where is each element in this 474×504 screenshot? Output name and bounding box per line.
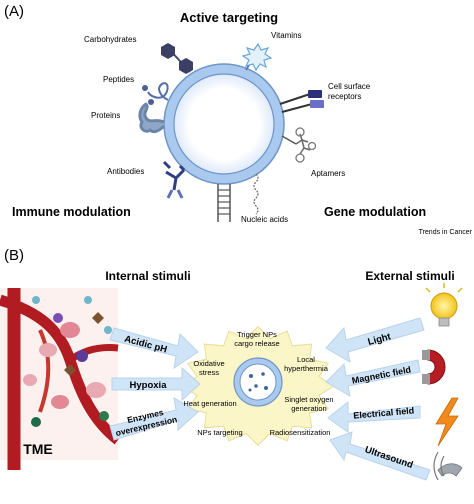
vitamins-label: Vitamins: [271, 31, 302, 40]
nps-targeting-label: NPs targeting: [197, 428, 242, 437]
carbohydrates-label: Carbohydrates: [84, 35, 136, 44]
local-hyperthermia-label-1: Local: [297, 355, 315, 364]
cell-surface-label-1: Cell surface: [328, 82, 371, 91]
nanoparticle-b: [233, 357, 283, 407]
nanoparticle-a: [163, 63, 285, 185]
heat-generation-label: Heat generation: [183, 399, 236, 408]
radiosensitization-label: Radiosensitization: [270, 428, 331, 437]
nucleic-acids-label: Nucleic acids: [241, 215, 288, 224]
protein-ligand-icon: [138, 102, 166, 134]
internal-stimuli-title: Internal stimuli: [105, 269, 190, 283]
external-stimulus-arrow: Ultrasound: [329, 431, 431, 481]
nucleic-acid-ligand-icon: [217, 173, 259, 222]
internal-stimulus-arrow: Acidic pH: [109, 327, 199, 370]
tme-tissue-illustration: [0, 288, 122, 470]
peptides-label: Peptides: [103, 75, 134, 84]
magnet-icon: [422, 349, 446, 385]
external-stimulus-arrow: Light: [325, 317, 425, 363]
trigger-release-label-1: Trigger NPs: [237, 330, 277, 339]
singlet-oxygen-label-1: Singlet oxygen: [284, 395, 333, 404]
ultrasound-probe-icon: [433, 451, 463, 481]
vitamin-ligand-icon: [241, 42, 273, 72]
aptamer-ligand-icon: [281, 127, 317, 163]
panel-a-label: (A): [4, 3, 24, 20]
panel-a: (A) Active targeting Carbohydrates Vitam…: [4, 3, 473, 236]
internal-stimulus-arrow: Hypoxia: [111, 366, 201, 402]
aptamers-label: Aptamers: [311, 169, 345, 178]
trigger-release-label-2: cargo release: [234, 339, 279, 348]
carbohydrate-ligand-icon: [161, 43, 193, 74]
active-targeting-title: Active targeting: [180, 10, 278, 25]
peptide-ligand-icon: [142, 82, 169, 105]
antibodies-label: Antibodies: [107, 167, 144, 176]
receptor-ligand-icon: [279, 90, 324, 113]
gene-modulation-label: Gene modulation: [324, 205, 426, 219]
local-hyperthermia-label-2: hyperthermia: [284, 364, 329, 373]
proteins-label: Proteins: [91, 111, 120, 120]
oxidative-stress-label-1: Oxidative: [193, 359, 224, 368]
trends-in-cancer-credit: Trends in Cancer: [419, 229, 473, 236]
cell-surface-label-2: receptors: [328, 92, 361, 101]
panel-b: (B) Internal stimuli External stimuli T: [0, 247, 463, 481]
external-stimuli-title: External stimuli: [365, 269, 454, 283]
tme-label: TME: [23, 441, 53, 457]
external-stimulus-arrow: Magnetic field: [325, 359, 421, 397]
immune-modulation-label: Immune modulation: [12, 205, 131, 219]
panel-b-label: (B): [4, 247, 24, 264]
light-bulb-icon: [425, 283, 463, 327]
singlet-oxygen-label-2: generation: [291, 404, 326, 413]
hypoxia-label: Hypoxia: [130, 380, 168, 391]
lightning-bolt-icon: [435, 397, 459, 447]
antibody-ligand-icon: [162, 160, 186, 199]
magnetic-field-label: Magnetic field: [351, 364, 412, 385]
external-stimulus-arrow: Electrical field: [327, 400, 421, 433]
oxidative-stress-label-2: stress: [199, 368, 219, 377]
